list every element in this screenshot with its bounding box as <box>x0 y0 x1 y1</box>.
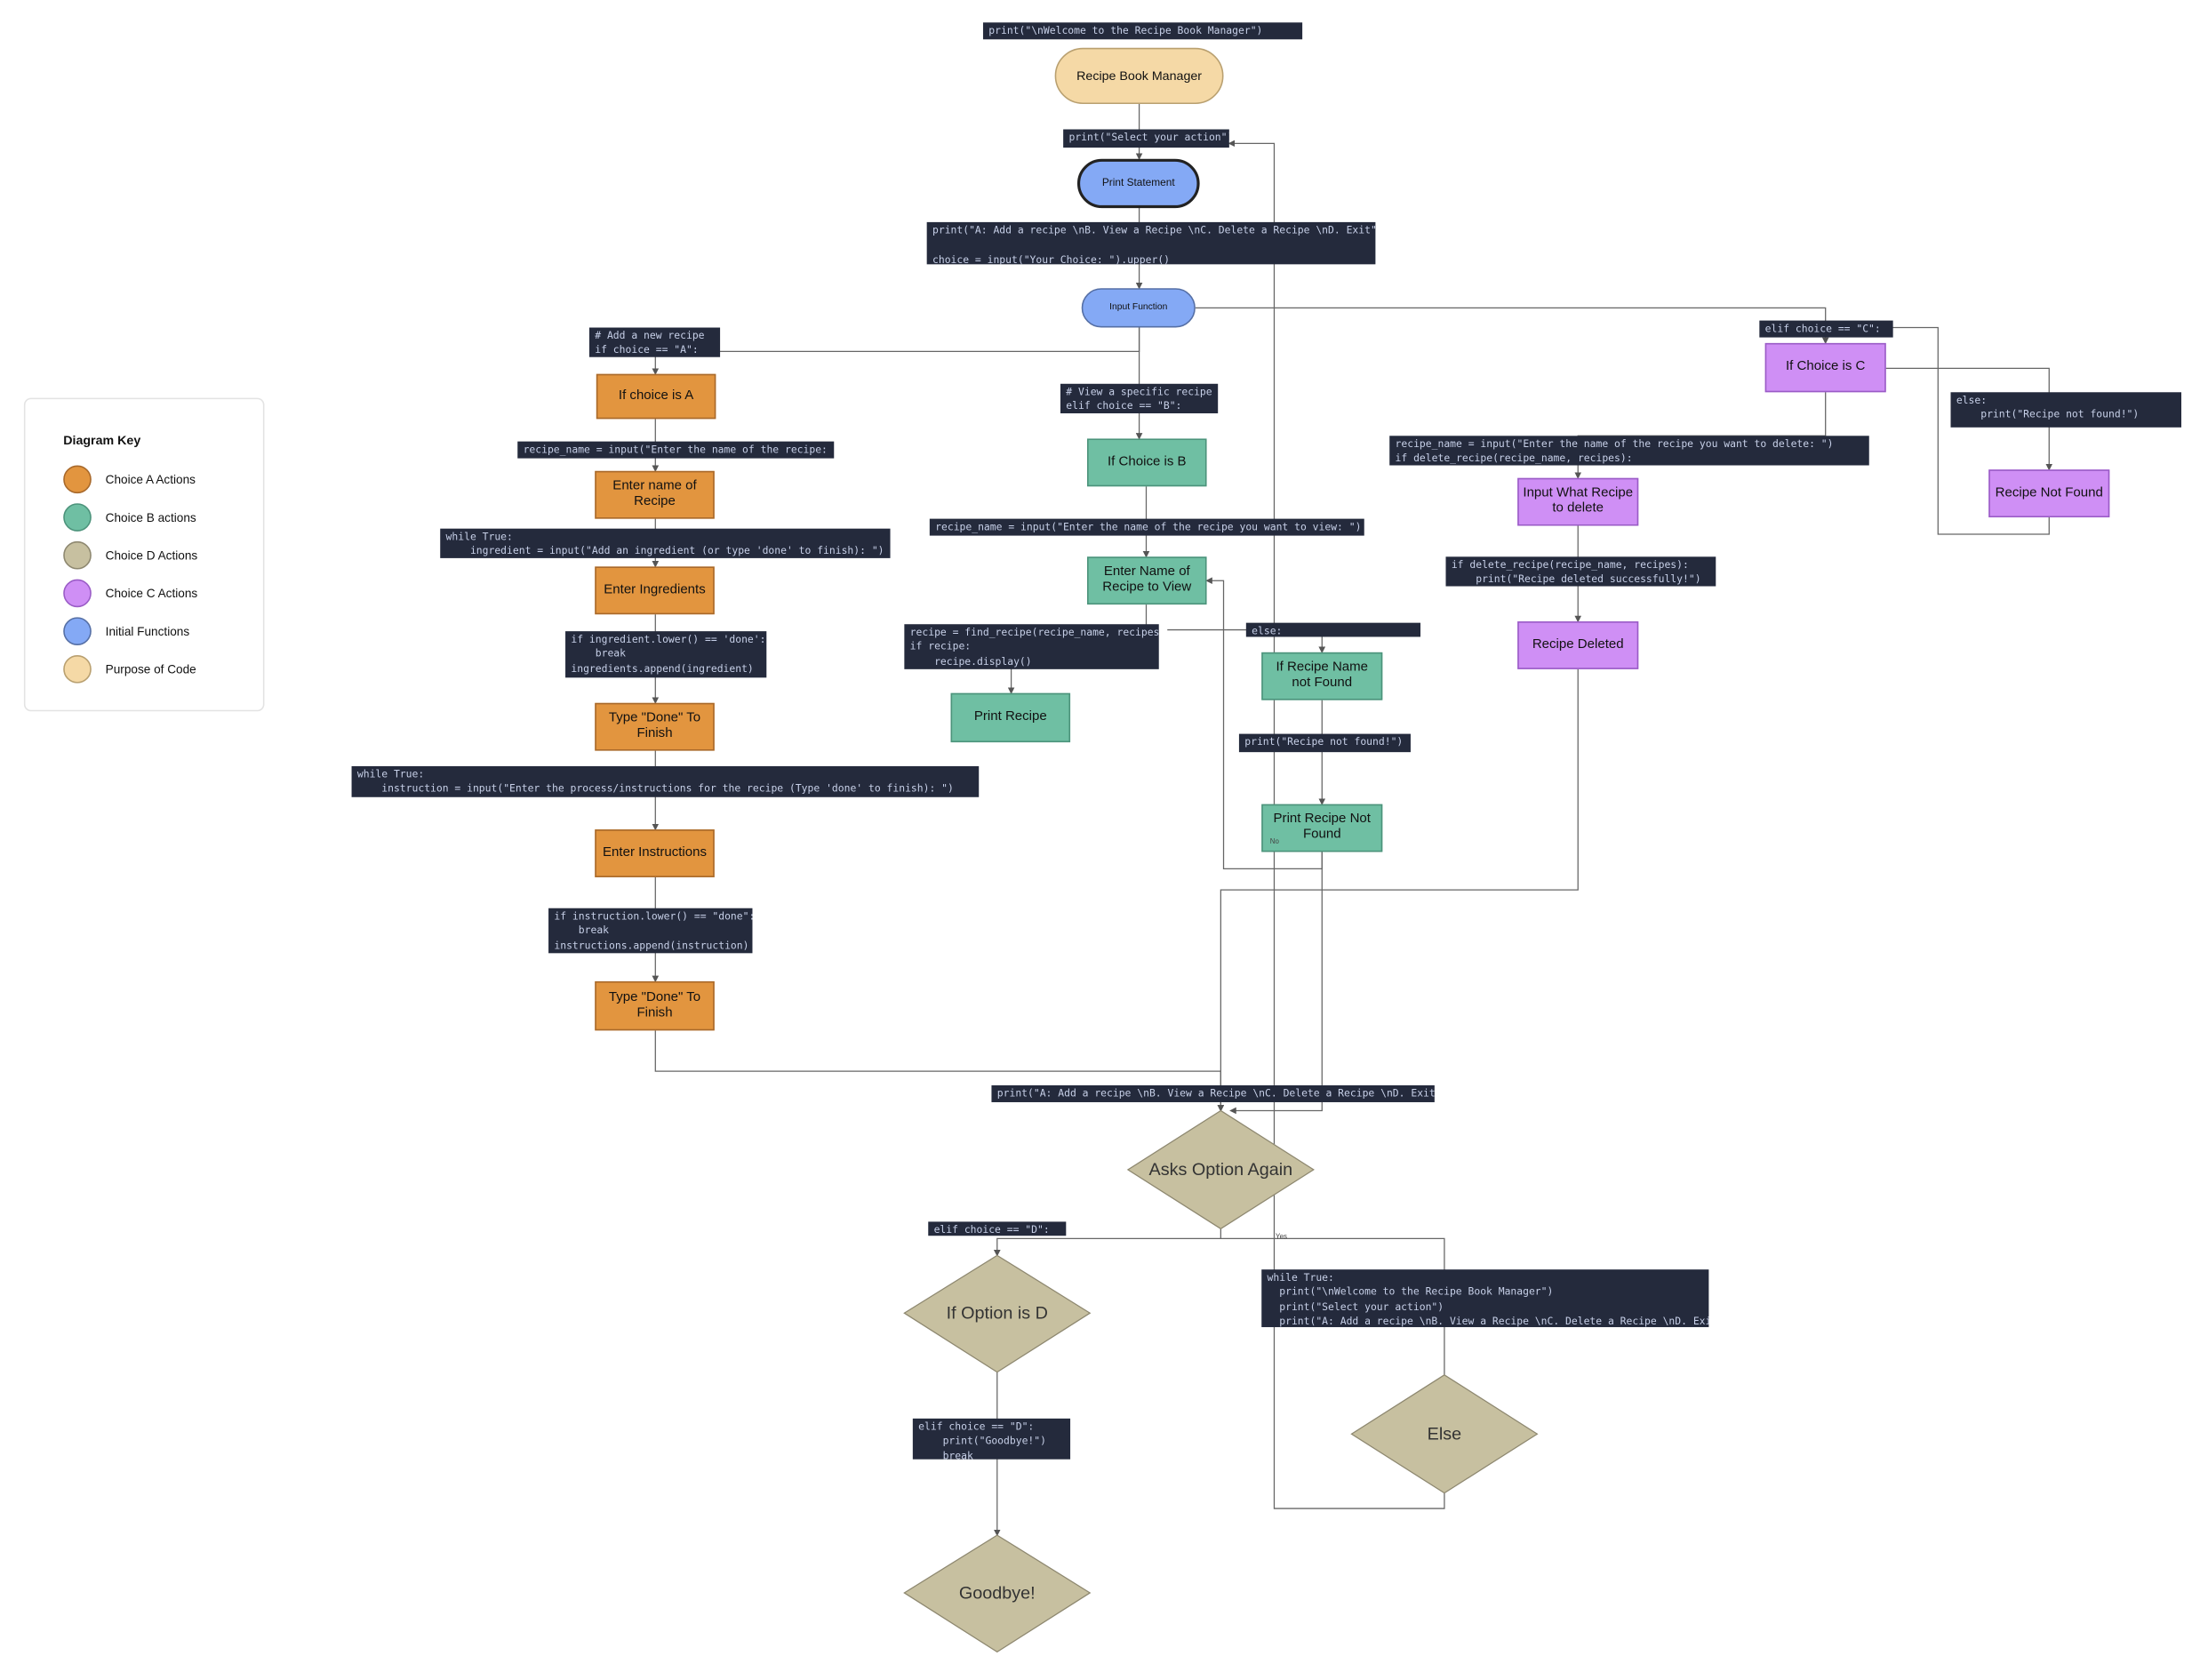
diagram-key: Diagram Key Choice A Actions Choice B ac… <box>23 397 265 712</box>
code-menu: print("A: Add a recipe \nB. View a Recip… <box>926 221 1376 265</box>
key-row: Choice D Actions <box>63 540 197 571</box>
code-select-action: print("Select your action") <box>1063 129 1229 148</box>
code-menu-again: print("A: Add a recipe \nB. View a Recip… <box>991 1084 1435 1102</box>
diamond-else <box>1350 1374 1539 1494</box>
code-goodbye: elif choice == "D": print("Goodbye!") br… <box>912 1418 1071 1460</box>
code-ingredient-loop: while True: ingredient = input("Add an i… <box>440 528 891 558</box>
diagram-key-title: Diagram Key <box>63 433 141 447</box>
key-label: Choice B actions <box>105 510 196 524</box>
node-print-statement: Print Statement <box>1076 158 1200 209</box>
edge-c-else-loop <box>1884 326 2050 535</box>
key-swatch <box>63 540 92 570</box>
diamond-goodbye <box>903 1534 1092 1653</box>
code-elif-c: elif choice == "C": <box>1759 320 1893 338</box>
key-label: Choice A Actions <box>105 472 196 487</box>
node-print-recipe-not-found: Print Recipe Not Found <box>1261 804 1383 852</box>
key-row: Initial Functions <box>63 616 189 647</box>
edge-asks-to-else <box>1220 1237 1445 1375</box>
node-choice-a: If choice is A <box>596 373 716 420</box>
key-row: Choice C Actions <box>63 578 197 609</box>
key-swatch <box>63 617 92 645</box>
key-row: Choice B actions <box>63 502 196 533</box>
code-not-found-b: print("Recipe not found!") <box>1238 733 1411 753</box>
key-row: Purpose of Code <box>63 653 196 684</box>
node-enter-ingredients: Enter Ingredients <box>595 566 715 615</box>
code-find-recipe: recipe = find_recipe(recipe_name, recipe… <box>904 624 1159 669</box>
key-swatch <box>63 465 92 494</box>
key-swatch <box>63 655 92 684</box>
code-ingredient-done: if ingredient.lower() == 'done': break i… <box>565 631 767 678</box>
edge-c-to-else <box>1884 367 2053 471</box>
edge-label-yes: Yes <box>1276 1233 1287 1242</box>
node-else: Else <box>1427 1424 1462 1444</box>
code-view-name-input: recipe_name = input("Enter the name of t… <box>929 518 1364 536</box>
code-else-b: else: <box>1245 622 1421 637</box>
key-swatch <box>63 579 92 608</box>
code-instruction-done: if instruction.lower() == "done": break … <box>548 908 753 954</box>
node-recipe-deleted: Recipe Deleted <box>1517 621 1639 669</box>
node-choice-b: If Choice is B <box>1087 438 1207 487</box>
edge-notfound-to-asks <box>1229 852 1323 1115</box>
key-label: Purpose of Code <box>105 661 196 676</box>
node-choice-c: If Choice is C <box>1764 342 1886 393</box>
key-row: Choice A Actions <box>63 464 196 495</box>
edge-label-no: No <box>1269 837 1279 847</box>
code-elif-d: elif choice == "D": <box>928 1221 1067 1236</box>
edge-deleted-to-asks <box>1217 668 1579 1112</box>
diamond-option-d <box>903 1254 1092 1373</box>
node-input-function: Input Function <box>1081 288 1196 328</box>
node-enter-recipe-name: Enter name of Recipe <box>595 470 715 519</box>
key-label: Choice D Actions <box>105 548 198 563</box>
edge-else-loop <box>1228 140 1445 1509</box>
node-print-recipe: Print Recipe <box>950 692 1071 743</box>
key-label: Initial Functions <box>105 624 190 639</box>
node-type-done-2: Type "Done" To Finish <box>595 980 715 1031</box>
code-if-a: # Add a new recipe if choice == "A": <box>588 327 721 357</box>
node-option-d: If Option is D <box>946 1303 1048 1324</box>
code-while-true-block: while True: print("\nWelcome to the Reci… <box>1261 1269 1709 1328</box>
key-swatch <box>63 503 92 532</box>
node-purpose: Recipe Book Manager <box>1054 47 1224 105</box>
node-recipe-not-found: Recipe Not Found <box>1988 469 2110 518</box>
node-enter-name-view: Enter Name of Recipe to View <box>1087 556 1207 605</box>
diamond-asks-option-again <box>1126 1109 1315 1230</box>
node-asks-option-again: Asks Option Again <box>1148 1159 1293 1180</box>
code-else-c: else: print("Recipe not found!") <box>1950 392 2181 428</box>
code-elif-b: # View a specific recipe elif choice == … <box>1060 383 1219 413</box>
code-recipe-name-input: recipe_name = input("Enter the name of t… <box>517 441 835 459</box>
node-input-delete: Input What Recipe to delete <box>1517 477 1639 526</box>
node-goodbye: Goodbye! <box>958 1582 1036 1604</box>
node-recipe-name-not-found: If Recipe Name not Found <box>1261 652 1383 700</box>
node-type-done-1: Type "Done" To Finish <box>595 702 715 751</box>
code-instruction-loop: while True: instruction = input("Enter t… <box>351 765 980 797</box>
code-delete-success: if delete_recipe(recipe_name, recipes): … <box>1445 556 1716 587</box>
code-welcome: print("\nWelcome to the Recipe Book Mana… <box>982 22 1303 40</box>
code-delete-input: recipe_name = input("Enter the name of t… <box>1389 436 1869 466</box>
key-label: Choice C Actions <box>105 586 198 601</box>
edge-asks-to-d <box>993 1228 1221 1257</box>
node-enter-instructions: Enter Instructions <box>595 829 715 877</box>
